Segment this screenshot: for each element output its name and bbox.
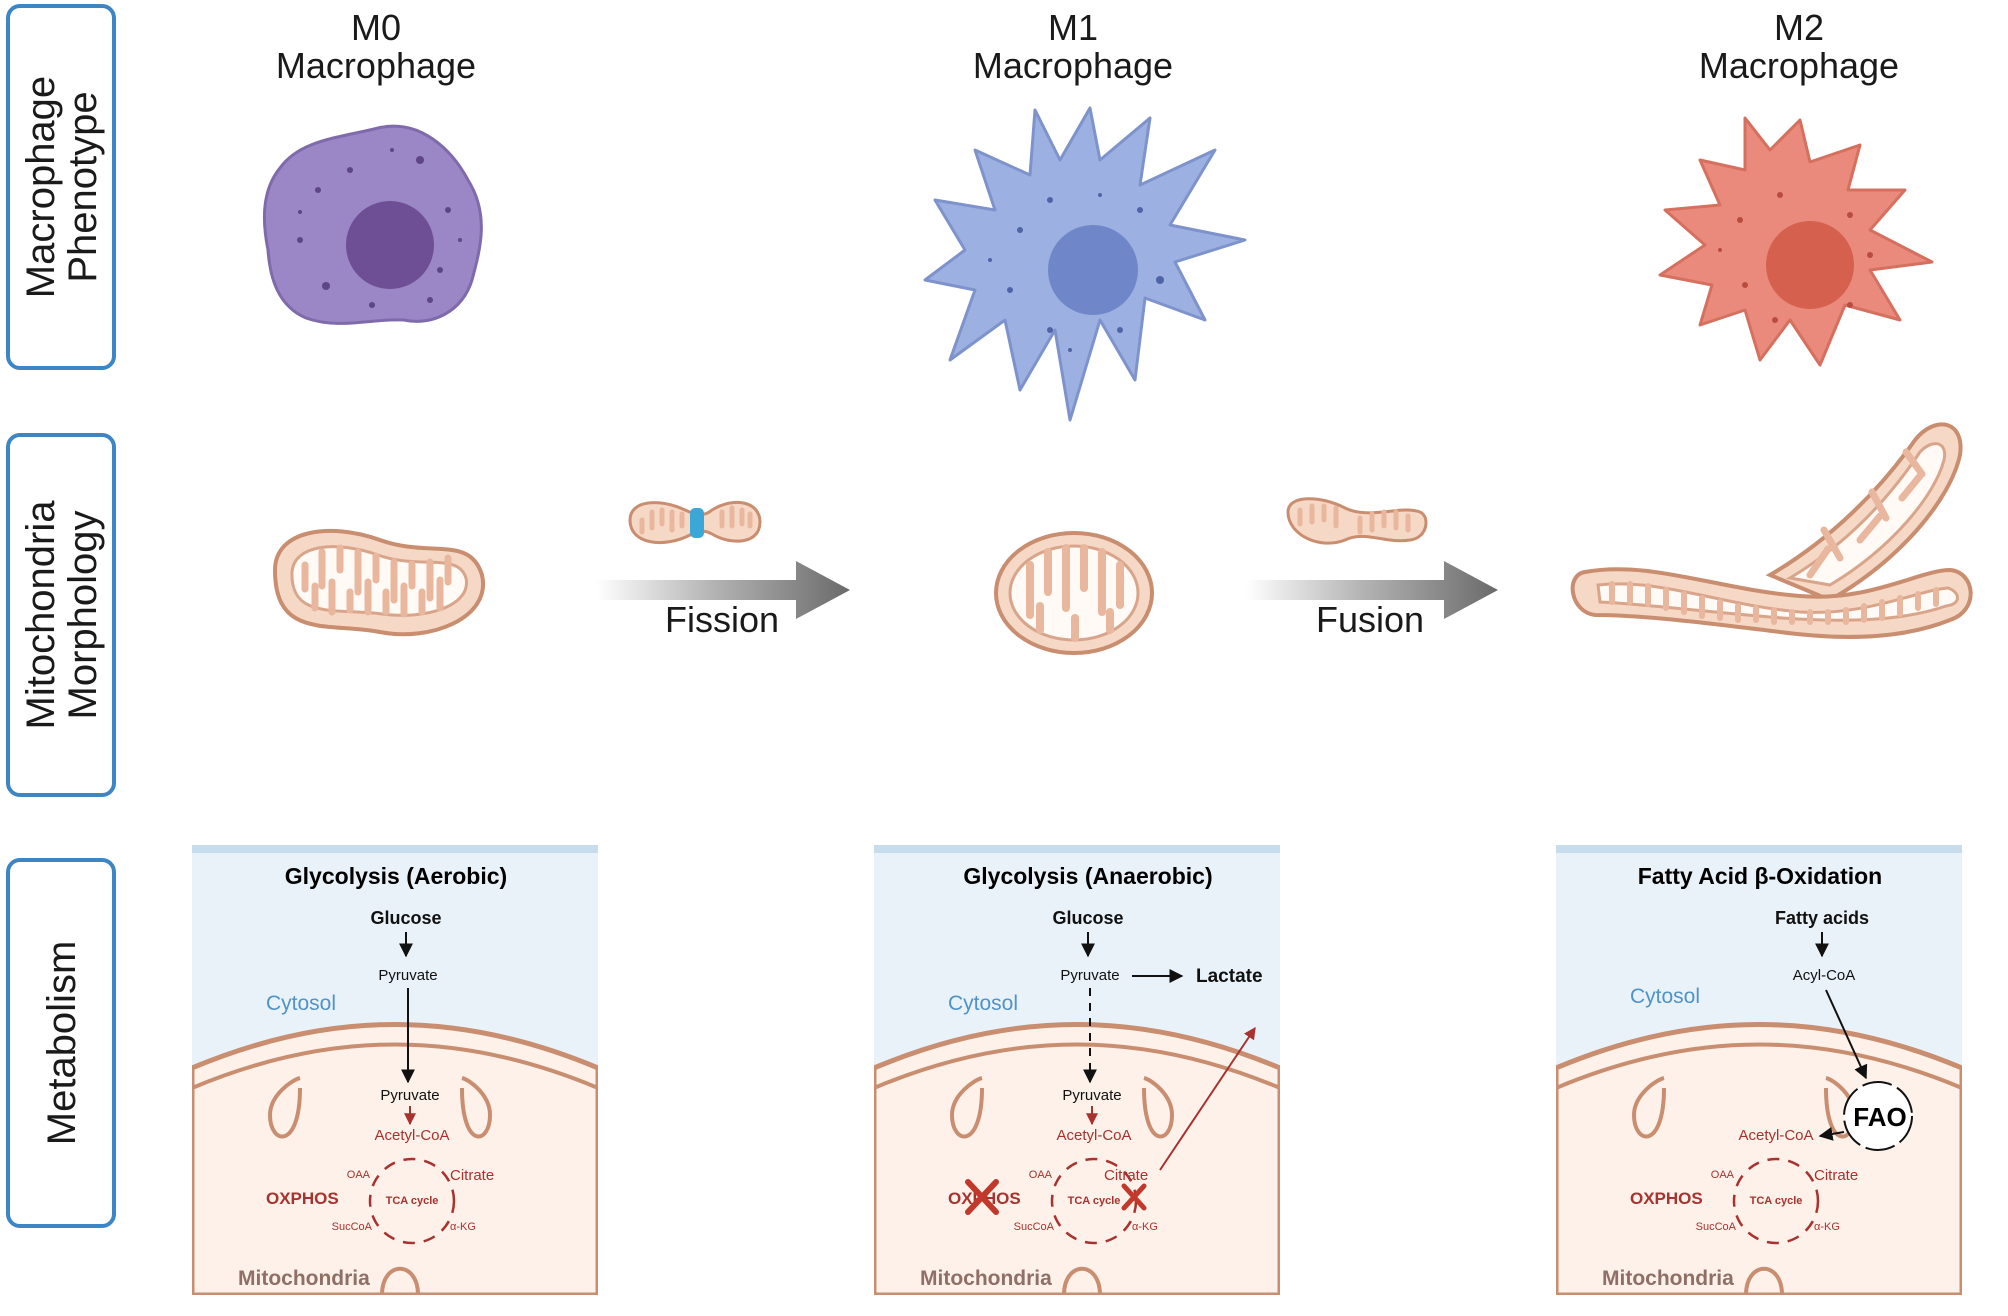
fusion-illustration	[1286, 497, 1428, 545]
oxphos-blocked-cross-icon	[965, 1179, 999, 1215]
panel-aerobic-succoa: SucCoA	[332, 1221, 373, 1233]
panel-aerobic-oaa: OAA	[347, 1169, 371, 1181]
panel-anaerobic-substrate: Glucose	[1052, 908, 1123, 928]
panel-fao-acetyl: Acetyl-CoA	[1738, 1127, 1813, 1144]
m2-subtitle: Macrophage	[1699, 45, 1899, 86]
m2-macrophage-cell	[1658, 116, 1934, 367]
m1-macrophage-cell	[923, 106, 1247, 422]
panel-aerobic-intermediate: Pyruvate	[378, 967, 437, 984]
row-label-morphology: Mitochondria Morphology	[6, 433, 116, 797]
panel-fao-oxphos: OXPHOS	[1630, 1189, 1703, 1208]
row-label-phenotype: Macrophage Phenotype	[6, 4, 116, 370]
panel-anaerobic-mitochondria: Mitochondria	[920, 1267, 1052, 1290]
panel-fao-intermediate: Acyl-CoA	[1793, 967, 1856, 984]
fusion-label: Fusion	[1316, 599, 1424, 640]
m0-subtitle: Macrophage	[276, 45, 476, 86]
panel-aerobic-cytosol: Cytosol	[266, 992, 336, 1015]
m0-title: M0	[351, 7, 401, 48]
m1-subtitle: Macrophage	[973, 45, 1173, 86]
m2-mitochondria	[1570, 422, 1973, 639]
panel-anaerobic-citrate: Citrate	[1104, 1167, 1148, 1184]
panel-fao-akg: α-KG	[1814, 1221, 1840, 1233]
panel-fao-succoa: SucCoA	[1696, 1221, 1737, 1233]
m2-title: M2	[1774, 7, 1824, 48]
fission-arrow: Fission	[596, 561, 850, 640]
panel-fao-citrate: Citrate	[1814, 1167, 1858, 1184]
panel-fao-substrate: Fatty acids	[1775, 908, 1869, 928]
m0-macrophage-cell	[262, 124, 483, 325]
panel-fao-oaa: OAA	[1711, 1169, 1735, 1181]
row-label-metabolism: Metabolism	[6, 858, 116, 1228]
panel-aerobic-oxphos: OXPHOS	[266, 1189, 339, 1208]
panel-anaerobic-akg: α-KG	[1132, 1221, 1158, 1233]
row-label-metabolism-text: Metabolism	[40, 941, 84, 1146]
panel-anaerobic-succoa: SucCoA	[1014, 1221, 1055, 1233]
panel-anaerobic-lactate: Lactate	[1196, 966, 1263, 987]
fission-illustration	[628, 500, 762, 545]
panel-fao-tca: TCA cycle	[1750, 1195, 1803, 1207]
panel-aerobic-mitochondria: Mitochondria	[238, 1267, 370, 1290]
panel-fao-mitochondria: Mitochondria	[1602, 1267, 1734, 1290]
m1-mitochondrion	[994, 531, 1154, 655]
fission-label: Fission	[665, 599, 779, 640]
row-label-phenotype-line2: Phenotype	[61, 91, 105, 282]
panel-aerobic-substrate: Glucose	[370, 908, 441, 928]
panel-aerobic-mito-pyruvate: Pyruvate	[380, 1087, 439, 1104]
panel-anaerobic-oaa: OAA	[1029, 1169, 1053, 1181]
tca-blocked-cross-icon	[1121, 1183, 1147, 1211]
fusion-arrow: Fusion	[1246, 561, 1498, 640]
panel-fao-cytosol: Cytosol	[1630, 985, 1700, 1008]
metabolism-panel-fao: Fatty Acid β-Oxidation Fatty acids Acyl-…	[1556, 845, 1962, 1295]
m0-mitochondrion	[272, 528, 486, 637]
panel-aerobic-acetyl: Acetyl-CoA	[374, 1127, 449, 1144]
row-label-morphology-line1: Mitochondria	[19, 500, 63, 730]
panel-anaerobic-cytosol: Cytosol	[948, 992, 1018, 1015]
panel-anaerobic-acetyl: Acetyl-CoA	[1056, 1127, 1131, 1144]
m1-title: M1	[1048, 7, 1098, 48]
metabolism-panel-aerobic: Glycolysis (Aerobic) Glucose Pyruvate Cy…	[192, 845, 598, 1295]
panel-aerobic-tca: TCA cycle	[386, 1195, 439, 1207]
panel-anaerobic-mito-pyruvate: Pyruvate	[1062, 1087, 1121, 1104]
panel-aerobic-akg: α-KG	[450, 1221, 476, 1233]
panel-anaerobic-intermediate: Pyruvate	[1060, 967, 1119, 984]
panel-aerobic-title: Glycolysis (Aerobic)	[285, 863, 507, 889]
metabolism-panel-anaerobic: Glycolysis (Anaerobic) Glucose Pyruvate …	[874, 845, 1280, 1295]
row-label-phenotype-line1: Macrophage	[19, 76, 63, 298]
panel-fao-title: Fatty Acid β-Oxidation	[1638, 863, 1882, 889]
row-label-morphology-line2: Morphology	[61, 510, 105, 719]
panel-anaerobic-title: Glycolysis (Anaerobic)	[963, 863, 1212, 889]
panel-aerobic-citrate: Citrate	[450, 1167, 494, 1184]
panel-fao-fao: FAO	[1853, 1102, 1906, 1132]
panel-anaerobic-tca: TCA cycle	[1068, 1195, 1121, 1207]
